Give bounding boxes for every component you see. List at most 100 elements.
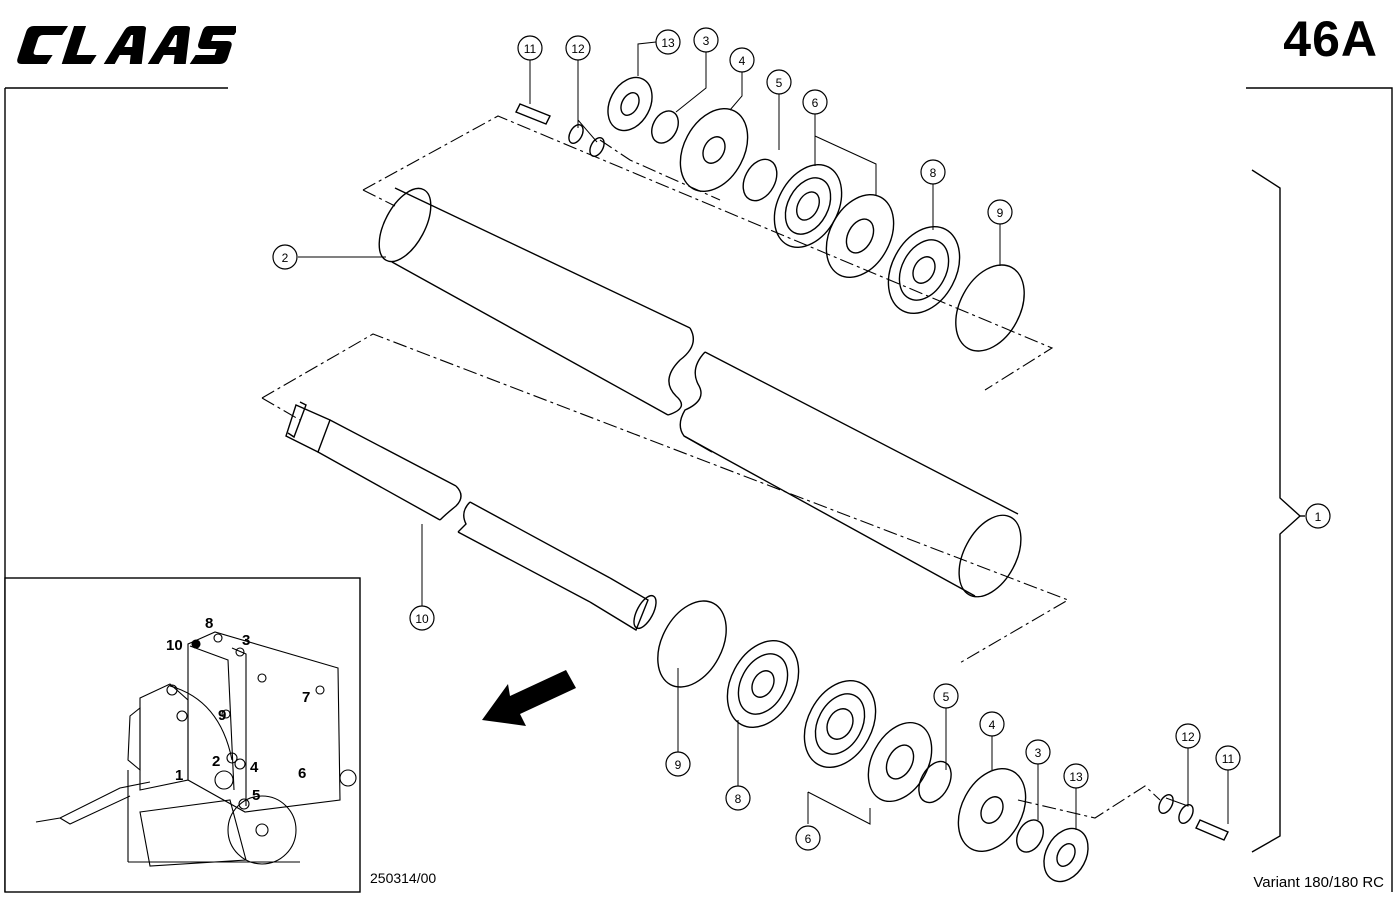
seal-upper-mid xyxy=(784,177,832,235)
inset-roller-5 xyxy=(238,798,250,810)
inset-roller-extra-c xyxy=(166,684,178,696)
callout-13-lower: 13 xyxy=(1063,763,1089,789)
guide-upper-left xyxy=(362,189,396,207)
shaft-journal-left xyxy=(285,404,331,453)
callout-9-upper-label: 9 xyxy=(997,206,1004,220)
inset-tailgate xyxy=(187,631,341,813)
callout-10-label: 10 xyxy=(415,612,429,626)
bolt-lower xyxy=(1195,819,1229,841)
tube-end-left xyxy=(378,187,432,263)
inset-roller-10 xyxy=(191,639,201,649)
callout-3-upper-label: 3 xyxy=(703,34,710,48)
cover-disc-lower-bore xyxy=(885,744,915,780)
flange-lower xyxy=(957,767,1027,853)
callout-5-lower-label: 5 xyxy=(943,690,950,704)
callout-8-lower: 8 xyxy=(725,785,751,811)
callout-6-upper-label: 6 xyxy=(812,96,819,110)
inset-labels: 1 2 3 4 5 6 7 8 9 10 xyxy=(166,615,310,804)
tube-edge-top-a xyxy=(394,187,691,329)
guide-upper xyxy=(362,115,1054,391)
inset-belt-line xyxy=(169,685,233,761)
callout-leaders xyxy=(298,41,1229,830)
tube-end-right xyxy=(958,514,1022,598)
cover-disc-upper xyxy=(825,193,895,279)
inset-label-3: 3 xyxy=(242,632,250,649)
seal-lower-mid xyxy=(814,693,866,755)
inset-drawbar xyxy=(35,781,151,823)
tube-break-b xyxy=(679,351,713,453)
callout-6-lower-label: 6 xyxy=(805,832,812,846)
claas-logo-mark xyxy=(17,26,236,64)
shaft-end-right xyxy=(633,594,657,630)
inset-label-7: 7 xyxy=(302,689,310,706)
shaft-groove-left xyxy=(287,401,307,439)
callout-1: 1 xyxy=(1305,503,1331,529)
retaining-ring-upper xyxy=(742,158,778,202)
inset-label-10: 10 xyxy=(166,637,183,654)
callout-13-upper-label: 13 xyxy=(661,36,675,50)
inset-roller-3 xyxy=(235,647,245,657)
callout-bubbles: 1 2 11 12 13 3 4 5 6 8 9 10 9 8 6 5 4 3 … xyxy=(272,27,1331,851)
callout-2: 2 xyxy=(272,244,298,270)
seal-lower-outer xyxy=(803,679,877,769)
shaft xyxy=(285,401,657,632)
callout-12-lower: 12 xyxy=(1175,723,1201,749)
drawing-number: 250314/00 xyxy=(370,870,437,886)
inset-roller-8 xyxy=(213,633,223,643)
bearing-lower-outer xyxy=(726,639,800,729)
inset-label-8: 8 xyxy=(205,615,213,632)
shaft-break-b xyxy=(457,501,471,533)
inset-overview: 1 2 3 4 5 6 7 8 9 10 xyxy=(4,577,361,893)
washer-upper xyxy=(568,124,584,144)
spring-washer-upper xyxy=(589,137,605,157)
inset-hitch-housing xyxy=(127,706,141,772)
inset-label-4: 4 xyxy=(250,759,259,776)
shaft-break-a xyxy=(439,485,462,521)
inset-label-5: 5 xyxy=(252,787,260,804)
hardware-lower xyxy=(657,600,1229,883)
callout-5-upper: 5 xyxy=(766,69,792,95)
callout-12-lower-label: 12 xyxy=(1181,730,1195,744)
bearing-lower-race xyxy=(737,653,789,715)
inset-chassis xyxy=(127,770,300,863)
tube-break-a xyxy=(667,327,694,416)
shaft-edge-bottom-b xyxy=(457,531,591,603)
shaft-journal-right xyxy=(589,577,649,632)
seal-lower-inner xyxy=(826,708,854,740)
callout-6-upper: 6 xyxy=(802,89,828,115)
assembly-bracket xyxy=(1251,169,1302,853)
cover-disc-upper-bore xyxy=(845,218,875,254)
circlip-upper xyxy=(651,110,679,144)
tube-edge-bottom-b xyxy=(683,435,976,597)
inset-roller-extra-b xyxy=(176,710,188,722)
bearing-upper-outer xyxy=(887,225,961,315)
leader-6a xyxy=(814,114,877,196)
callout-12-upper: 12 xyxy=(565,35,591,61)
callout-5-upper-label: 5 xyxy=(776,76,783,90)
seal-disc-lower xyxy=(1043,827,1089,883)
hardware-upper xyxy=(515,76,1025,352)
callout-13-lower-label: 13 xyxy=(1069,770,1083,784)
callout-4-upper: 4 xyxy=(729,47,755,73)
cover-disc-lower xyxy=(867,721,933,803)
seal-disc-upper xyxy=(607,76,653,132)
inset-label-6: 6 xyxy=(298,765,306,782)
shaft-edge-top-b xyxy=(469,501,611,579)
variant-label: Variant 180/180 RC xyxy=(1253,874,1384,891)
callout-9-lower: 9 xyxy=(665,751,691,777)
inset-label-9: 9 xyxy=(218,707,226,724)
callout-11-upper-label: 11 xyxy=(524,42,537,56)
shaft-edge-bottom-a xyxy=(317,451,441,521)
callout-11-upper: 11 xyxy=(517,35,543,61)
flange-upper xyxy=(679,107,749,193)
inset-chamber-arc xyxy=(189,645,235,791)
callout-10: 10 xyxy=(409,605,435,631)
callout-6-lower: 6 xyxy=(795,825,821,851)
guide-lower xyxy=(261,333,1070,665)
inset-wheel-hub xyxy=(255,823,269,837)
callout-12-upper-label: 12 xyxy=(571,42,585,56)
leader-13a xyxy=(637,41,657,76)
snap-ring-lower xyxy=(657,600,727,688)
callout-3-lower-label: 3 xyxy=(1035,746,1042,760)
